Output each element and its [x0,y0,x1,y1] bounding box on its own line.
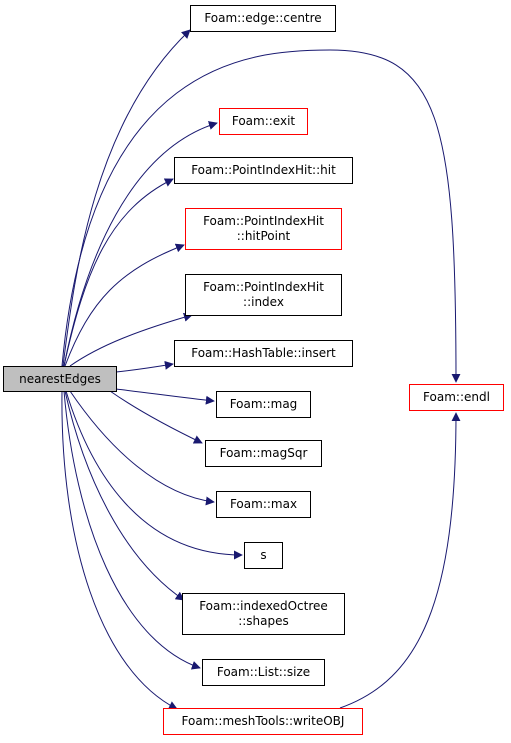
node-shapes[interactable]: Foam::indexedOctree::shapes [182,593,345,635]
call-edge-root-to-shapes [64,390,185,601]
call-edge-root-to-size [63,390,201,670]
call-edge-root-to-exit [63,121,218,367]
node-label: ::shapes [238,614,289,628]
node-endl[interactable]: Foam::endl [409,384,504,411]
root-label: nearestEdges [19,372,101,386]
node-box [216,391,311,418]
call-edge-root-to-max [69,390,215,506]
call-edge-root-to-mag [115,388,215,405]
node-box [182,593,345,635]
node-box [244,542,283,569]
node-root[interactable]: nearestEdges [3,366,117,392]
node-edge_centre[interactable]: Foam::edge::centre [190,5,336,32]
node-label: ::hitPoint [237,229,291,243]
node-box [174,157,353,184]
node-hit[interactable]: Foam::PointIndexHit::hit [174,157,353,184]
call-edge-root-to-s [65,390,243,560]
call-edge-root-to-insert [115,360,174,373]
node-label: Foam::max [230,497,297,511]
call-edge-root-to-endl [61,49,461,383]
node-label: Foam::meshTools::writeOBJ [182,714,345,728]
node-label: Foam::endl [423,390,490,404]
node-box [190,5,336,32]
node-writeOBJ[interactable]: Foam::meshTools::writeOBJ [163,708,363,735]
node-label: s [260,548,266,562]
node-label: Foam::exit [232,114,296,128]
node-size[interactable]: Foam::List::size [202,659,325,686]
call-edge-root-to-index [69,312,193,367]
node-box [205,440,322,467]
node-box [202,659,325,686]
node-box [409,384,504,411]
node-box [185,274,342,316]
call-edge-root-to-magSqr [109,390,203,444]
node-label: Foam::PointIndexHit [203,214,324,228]
node-label: Foam::PointIndexHit::hit [191,163,336,177]
node-box [174,340,353,367]
node-hitPoint[interactable]: Foam::PointIndexHit::hitPoint [185,208,342,250]
node-box [3,366,117,392]
node-label: Foam::edge::centre [204,11,321,25]
call-edge-root-to-hitPoint [64,243,185,367]
call-edges [61,29,461,710]
node-box [216,491,311,518]
call-edge-root-to-edge_centre [62,29,191,367]
call-edge-root-to-hit [63,178,174,367]
node-box [219,108,308,135]
node-label: Foam::List::size [217,665,310,679]
node-exit[interactable]: Foam::exit [219,108,308,135]
node-label: Foam::mag [230,397,298,411]
node-insert[interactable]: Foam::HashTable::insert [174,340,353,367]
call-edge-writeOBJ-to-endl [339,412,461,709]
node-label: Foam::PointIndexHit [203,280,324,294]
node-box [163,708,363,735]
node-label: Foam::indexedOctree [199,599,328,613]
node-label: Foam::magSqr [220,446,308,460]
call-nodes: nearestEdges Foam::edge::centreFoam::exit… [3,5,504,735]
node-s[interactable]: s [244,542,283,569]
node-box [185,208,342,250]
node-max[interactable]: Foam::max [216,491,311,518]
node-label: ::index [243,295,284,309]
node-mag[interactable]: Foam::mag [216,391,311,418]
node-label: Foam::HashTable::insert [191,346,336,360]
node-magSqr[interactable]: Foam::magSqr [205,440,322,467]
node-index[interactable]: Foam::PointIndexHit::index [185,274,342,316]
call-edge-root-to-writeOBJ [61,390,178,710]
